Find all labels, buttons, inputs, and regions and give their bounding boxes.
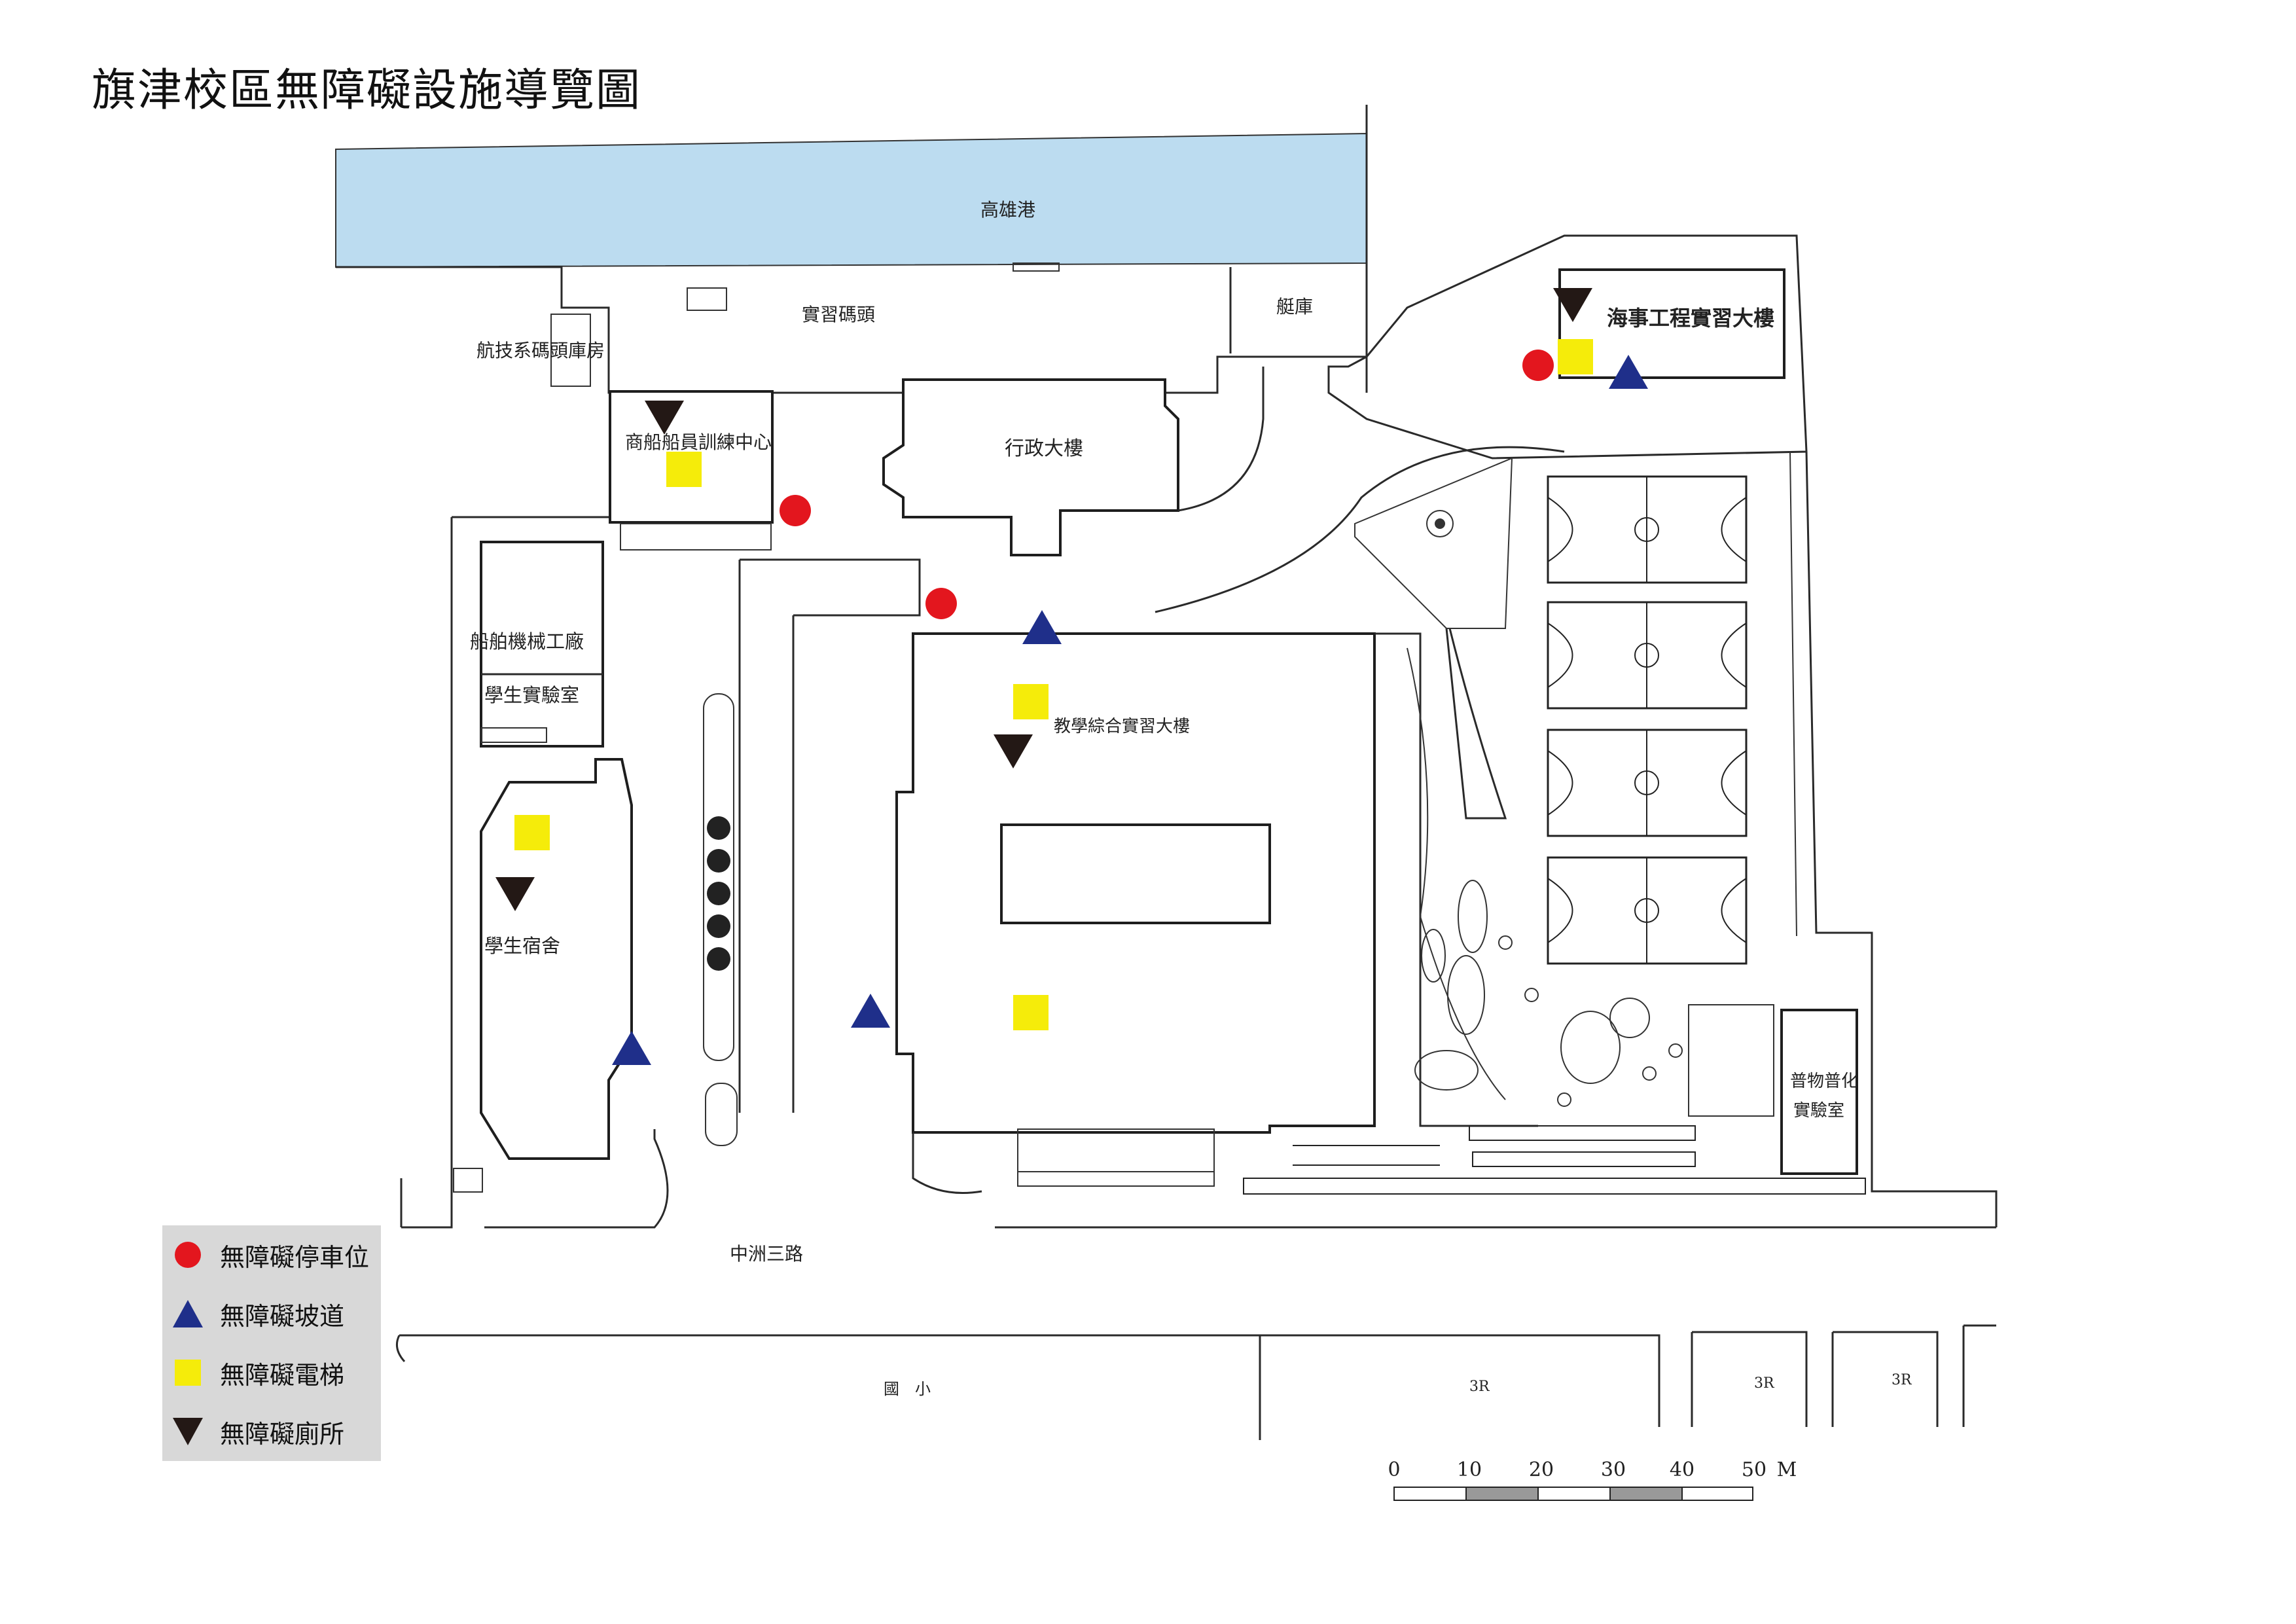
parking-dot-icon (175, 1242, 201, 1268)
harbor-water (335, 132, 1367, 268)
legend-label-parking: 無障礙停車位 (220, 1243, 370, 1272)
machinery-label: 船舶機械工廠 (470, 630, 584, 653)
scale-unit: M (1777, 1458, 1797, 1481)
ramp-triangle-icon (173, 1300, 203, 1327)
legend-item-ramp: 無障礙坡道 (162, 1284, 381, 1343)
south-boundary (400, 1129, 1996, 1229)
pier-gate (1013, 262, 1060, 272)
east-inner-boundary (1789, 451, 1797, 937)
merchant-center-label: 商船船員訓練中心 (625, 431, 772, 453)
scale-tick-50: 50 (1742, 1458, 1767, 1481)
palm-trees (707, 816, 730, 971)
plaza-ramp (1354, 457, 1513, 629)
parking-dot-icon (925, 588, 957, 619)
machinery-building (480, 541, 604, 748)
legend-label-ramp: 無障礙坡道 (220, 1302, 345, 1331)
plaza-fountain-center (1435, 518, 1445, 529)
student-lab-label: 學生實驗室 (484, 684, 579, 706)
inner-road (738, 558, 921, 1113)
school-boundary (395, 1334, 1261, 1440)
r3-label-3: 3R (1892, 1372, 1912, 1388)
sports-curve-road (1155, 446, 1565, 613)
fountain (705, 1083, 738, 1146)
science-lab-stairs (1688, 1004, 1774, 1117)
scale-tick-20: 20 (1529, 1458, 1554, 1481)
r3-label-2: 3R (1754, 1375, 1775, 1392)
r3-block-3 (1831, 1331, 1939, 1427)
school-label: 國 小 (884, 1380, 931, 1398)
nav-warehouse-label: 航技系碼頭庫房 (476, 340, 605, 361)
scale-tick-40: 40 (1670, 1458, 1695, 1481)
teaching-courtyard (1000, 823, 1271, 924)
legend-item-parking: 無障礙停車位 (162, 1225, 381, 1284)
legend-label-elevator: 無障礙電梯 (220, 1361, 345, 1390)
west-boundary (401, 517, 453, 1229)
marine-eng-label: 海事工程實習大樓 (1607, 306, 1774, 331)
guard-post (453, 1168, 483, 1193)
admin-label: 行政大樓 (1005, 437, 1083, 460)
amphitheatre (1445, 628, 1507, 820)
legend-label-toilet: 無障礙廁所 (220, 1420, 345, 1449)
elevator-square-icon (1013, 684, 1049, 719)
elevator-square-icon (666, 452, 702, 487)
marine-eng-building (1558, 268, 1785, 379)
toilet-triangle-icon (173, 1418, 203, 1445)
road-label: 中洲三路 (730, 1243, 803, 1265)
scale-tick-10: 10 (1457, 1458, 1482, 1481)
east-boundary (1805, 451, 1998, 1227)
ramp-triangle-icon (612, 1031, 651, 1065)
harbor-label: 高雄港 (980, 199, 1035, 221)
scale-tick-0: 0 (1388, 1458, 1400, 1481)
elevator-square-icon (1013, 995, 1049, 1030)
teaching-label: 教學綜合實習大樓 (1054, 717, 1190, 736)
garden-path (1407, 647, 1506, 1100)
planter-strip (703, 693, 734, 1061)
scale-bar: 0 10 20 30 40 50 M (1388, 1458, 1797, 1501)
legend-item-elevator: 無障礙電梯 (162, 1343, 381, 1402)
r3-label-1: 3R (1469, 1379, 1490, 1395)
pier-kiosk (687, 287, 727, 311)
pier-outline (336, 263, 1368, 394)
bleacher-rows (1243, 1125, 1866, 1195)
science-lab-label-2: 實驗室 (1793, 1101, 1844, 1121)
teaching-entrance-rail (1017, 1171, 1215, 1187)
r3-block-4 (1962, 1324, 1996, 1427)
admin-curve-road (1177, 367, 1265, 512)
plaza-fountain (1426, 510, 1454, 537)
r3-block-2 (1691, 1331, 1808, 1427)
parking-dot-icon (780, 495, 811, 526)
lab-stairs (480, 727, 547, 743)
ramp-triangle-icon (1609, 355, 1648, 389)
elevator-square-icon (514, 815, 550, 850)
science-lab-building (1780, 1009, 1858, 1175)
merchant-center-annex (620, 523, 772, 550)
garden-shrubs (1414, 880, 1683, 1107)
r3-block-1 (1260, 1334, 1660, 1427)
accessibility-markers (495, 288, 1648, 1065)
page-title: 旗津校區無障礙設施導覽圖 (92, 65, 642, 117)
dorm-label: 學生宿舍 (484, 935, 560, 957)
ramp-triangle-icon (851, 994, 890, 1028)
legend-item-toilet: 無障礙廁所 (162, 1402, 381, 1461)
science-lab-label-1: 普物普化 (1790, 1072, 1858, 1091)
boathouse-label: 艇庫 (1276, 296, 1313, 317)
toilet-triangle-icon (1553, 288, 1592, 322)
legend: 無障礙停車位 無障礙坡道 無障礙電梯 無障礙廁所 (162, 1225, 381, 1461)
scale-tick-30: 30 (1601, 1458, 1626, 1481)
elevator-square-icon (1558, 339, 1593, 374)
admin-building (882, 378, 1179, 556)
toilet-triangle-icon (645, 401, 684, 435)
dorm-building (480, 758, 633, 1160)
teaching-entrance-stairs (1017, 1128, 1215, 1172)
basketball-courts (1547, 475, 1748, 965)
ramp-triangle-icon (1022, 610, 1062, 644)
marine-site-outline (1327, 234, 1808, 460)
parking-dot-icon (1522, 350, 1554, 381)
pier-label: 實習碼頭 (802, 304, 875, 325)
toilet-triangle-icon (994, 734, 1033, 768)
elevator-square-icon (175, 1360, 201, 1386)
nav-warehouse-building (550, 314, 591, 387)
toilet-triangle-icon (495, 877, 535, 911)
